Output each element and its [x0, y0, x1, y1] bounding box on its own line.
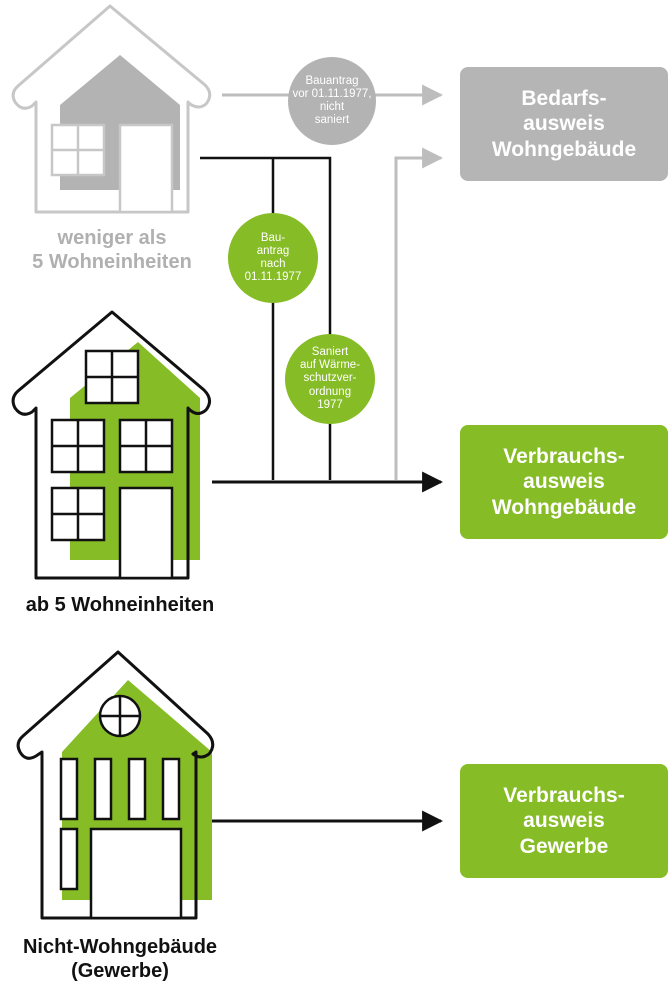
house-green-icon — [11, 310, 211, 580]
label-commercial-house: Nicht-Wohngebäude (Gewerbe) — [22, 936, 218, 982]
condition-after-1977: Bau- antrag nach 01.11.1977 — [228, 213, 318, 303]
label-small-house: weniger als 5 Wohneinheiten — [32, 227, 192, 273]
result-verbrauchsausweis-gewerbe: Verbrauchs- ausweis Gewerbe — [460, 764, 668, 878]
house-commercial-icon — [16, 650, 215, 920]
connector-line-renovated — [200, 156, 332, 480]
result-bedarfsausweis-wohngebaeude: Bedarfs- ausweis Wohngebäude — [460, 67, 668, 181]
label-large-house: ab 5 Wohneinheiten — [25, 594, 215, 616]
condition-renovated: Saniert auf Wärme- schutzver- ordnung 19… — [285, 334, 375, 424]
result-verbrauchsausweis-wohngebaeude: Verbrauchs- ausweis Wohngebäude — [460, 425, 668, 539]
house-gray-icon — [11, 4, 212, 214]
condition-before-1977: Bauantrag vor 01.11.1977, nicht saniert — [288, 57, 376, 145]
arrow-gray-return — [394, 147, 444, 480]
